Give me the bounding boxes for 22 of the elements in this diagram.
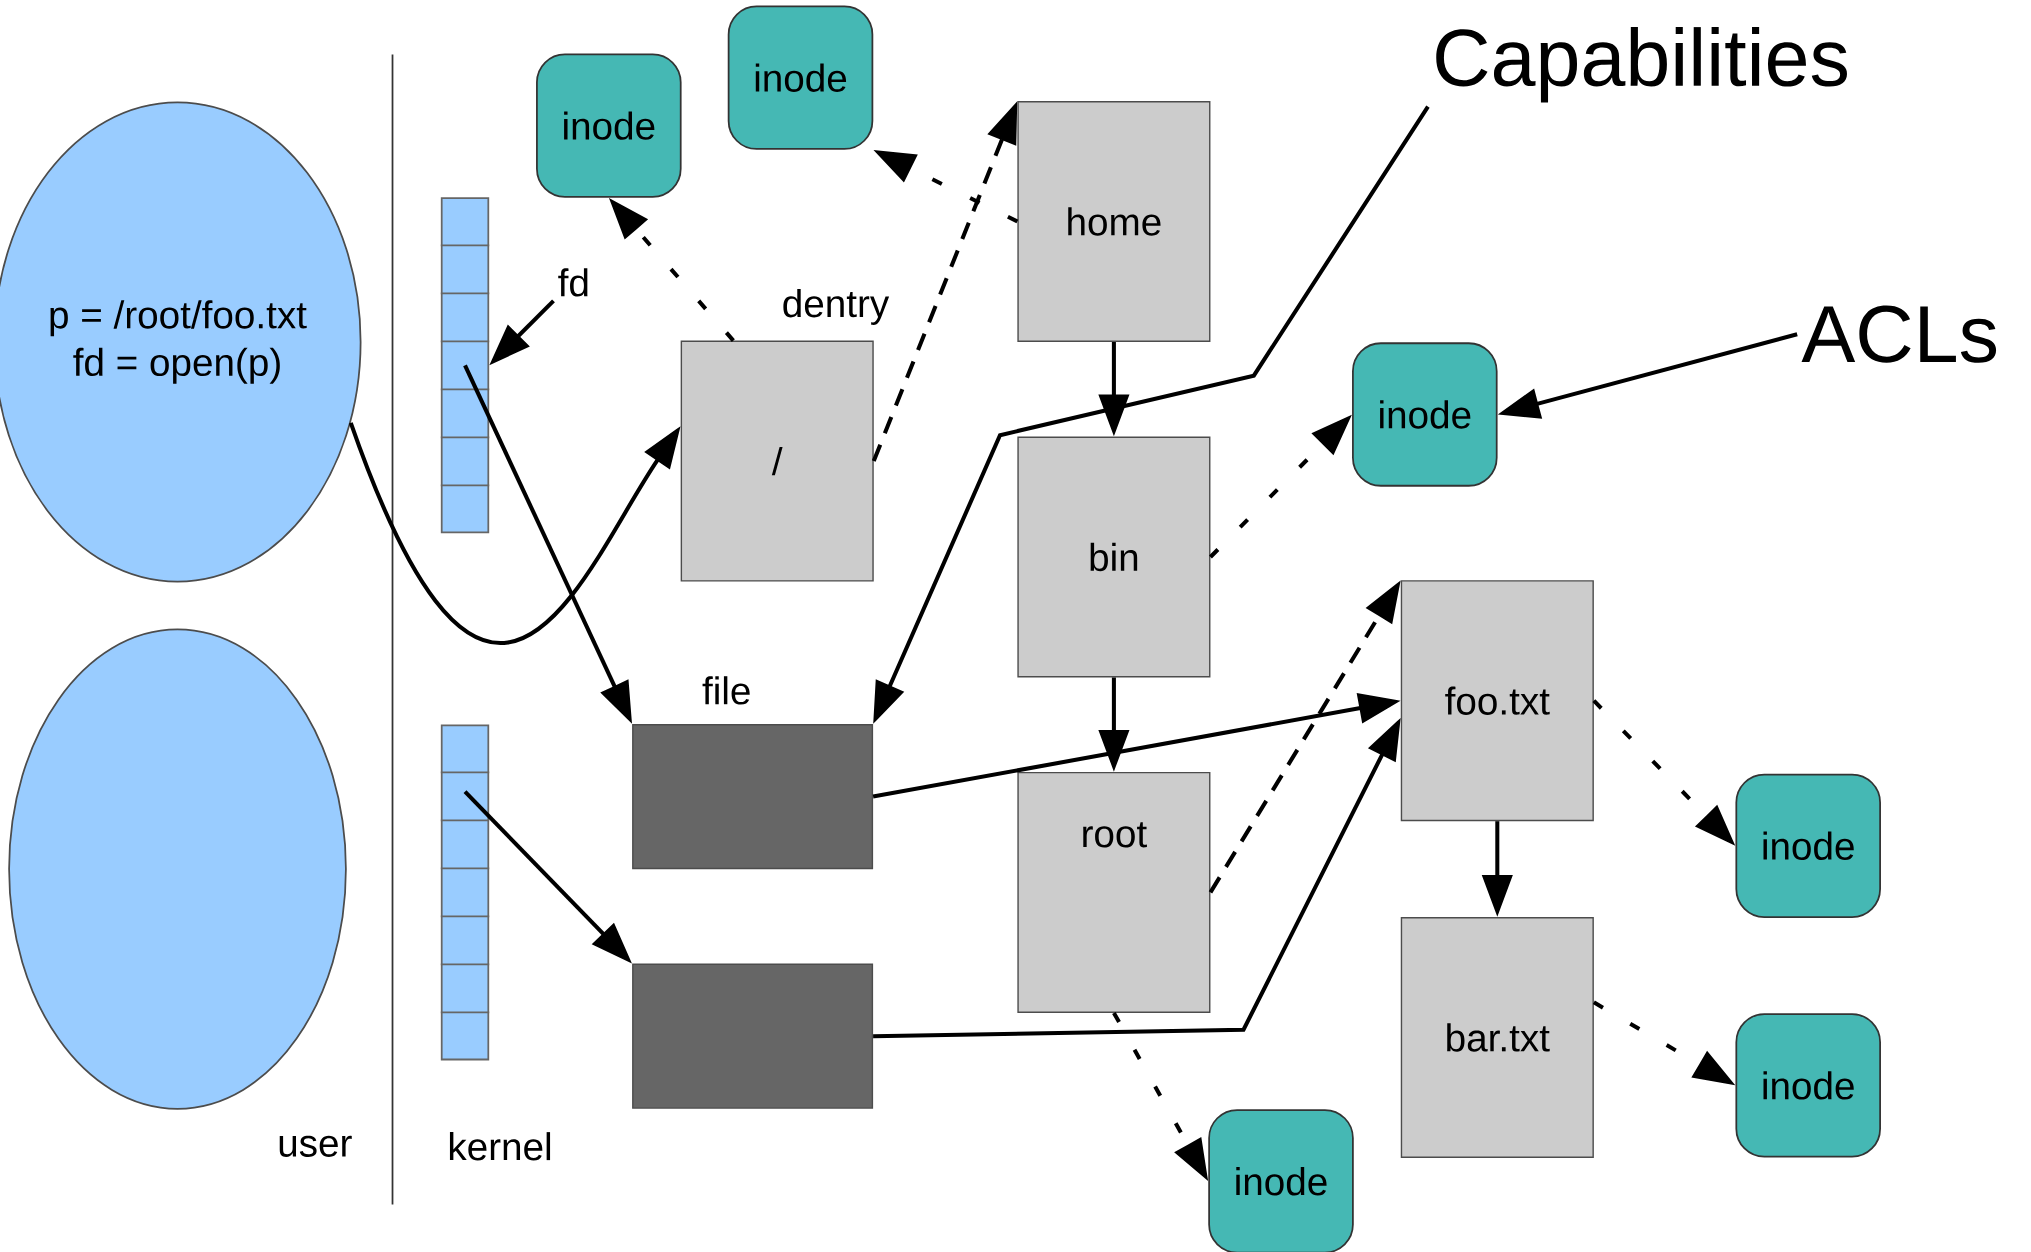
inode-box: inode	[1735, 1013, 1881, 1158]
dentry-box: /	[680, 340, 874, 582]
text-label: fd	[558, 268, 588, 297]
region-label: kernel	[449, 1131, 551, 1161]
process-ellipse	[8, 628, 347, 1110]
inode-box: inode	[1735, 773, 1881, 918]
inode-box: inode	[1208, 1108, 1354, 1252]
inode-box: inode	[727, 5, 874, 150]
file-box	[632, 963, 874, 1109]
callout-text: Capabilities	[1436, 26, 1847, 103]
callout-text: ACLs	[1801, 305, 1997, 363]
fd-table	[439, 724, 491, 1061]
dentry-box: bin	[1017, 436, 1211, 678]
caption-text: dentry	[783, 288, 890, 325]
dentry-box: root	[1017, 771, 1211, 1013]
fd-table	[439, 197, 491, 534]
inode-box: inode	[1352, 342, 1498, 487]
dentry-box: home	[1017, 100, 1211, 342]
dentry-box: bar.txt	[1400, 916, 1594, 1158]
inode-box: inode	[536, 53, 682, 198]
dentry-box: foo.txt	[1400, 579, 1594, 821]
caption-text: file	[702, 676, 750, 705]
